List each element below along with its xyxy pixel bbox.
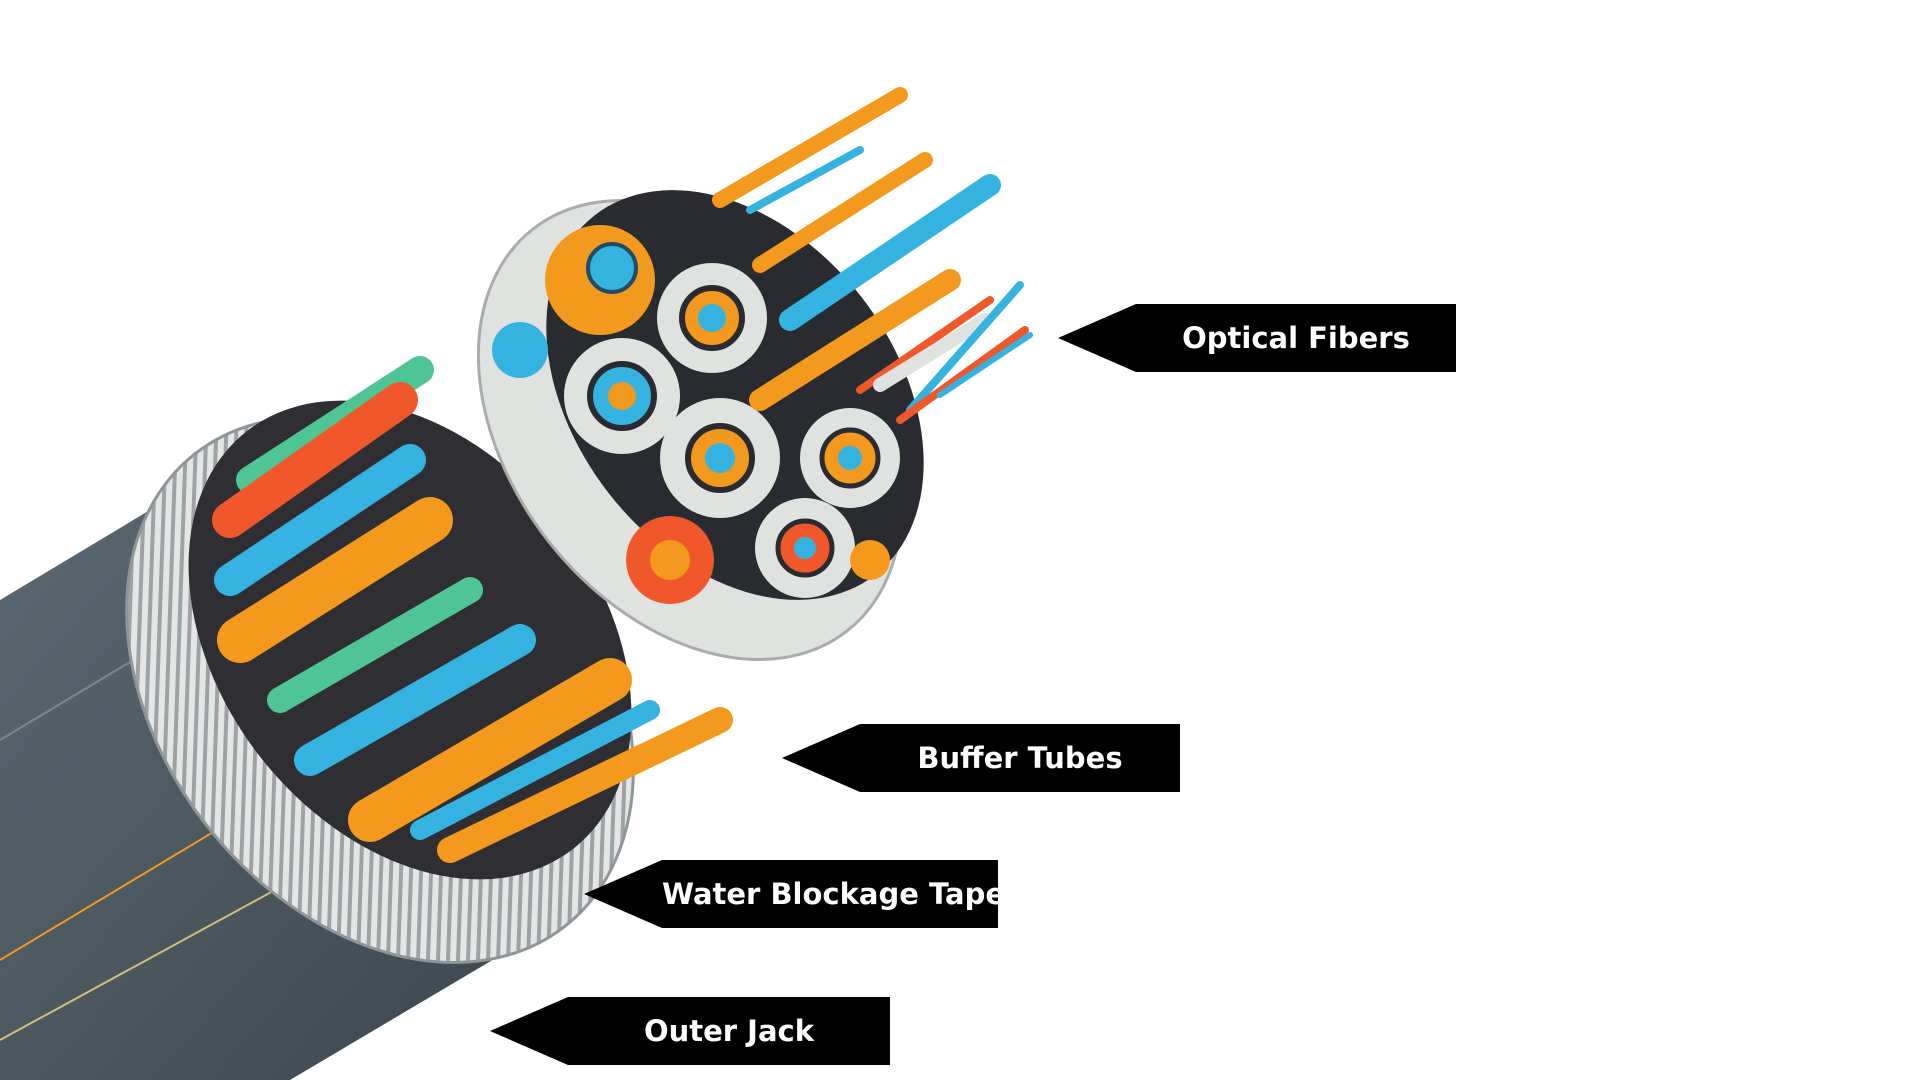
callout-arrow [490,997,568,1065]
buffer-tubes [492,225,900,604]
callout-optical-fibers: Optical Fibers [1058,304,1456,372]
callout-label-water-blockage-tape: Water Blockage Tape [662,860,1005,928]
callout-water-blockage-tape: Water Blockage Tape [584,860,1005,928]
callout-arrow [782,724,860,792]
optical-fibers [712,87,1033,424]
inner-tubes [212,356,733,863]
callout-outer-jack: Outer Jack [490,997,890,1065]
callout-label-buffer-tubes: Buffer Tubes [860,724,1180,792]
callout-label-outer-jack: Outer Jack [568,997,890,1065]
callout-buffer-tubes: Buffer Tubes [782,724,1180,792]
callout-arrow [1058,304,1136,372]
callout-arrow [584,860,662,928]
callout-label-optical-fibers: Optical Fibers [1136,304,1456,372]
